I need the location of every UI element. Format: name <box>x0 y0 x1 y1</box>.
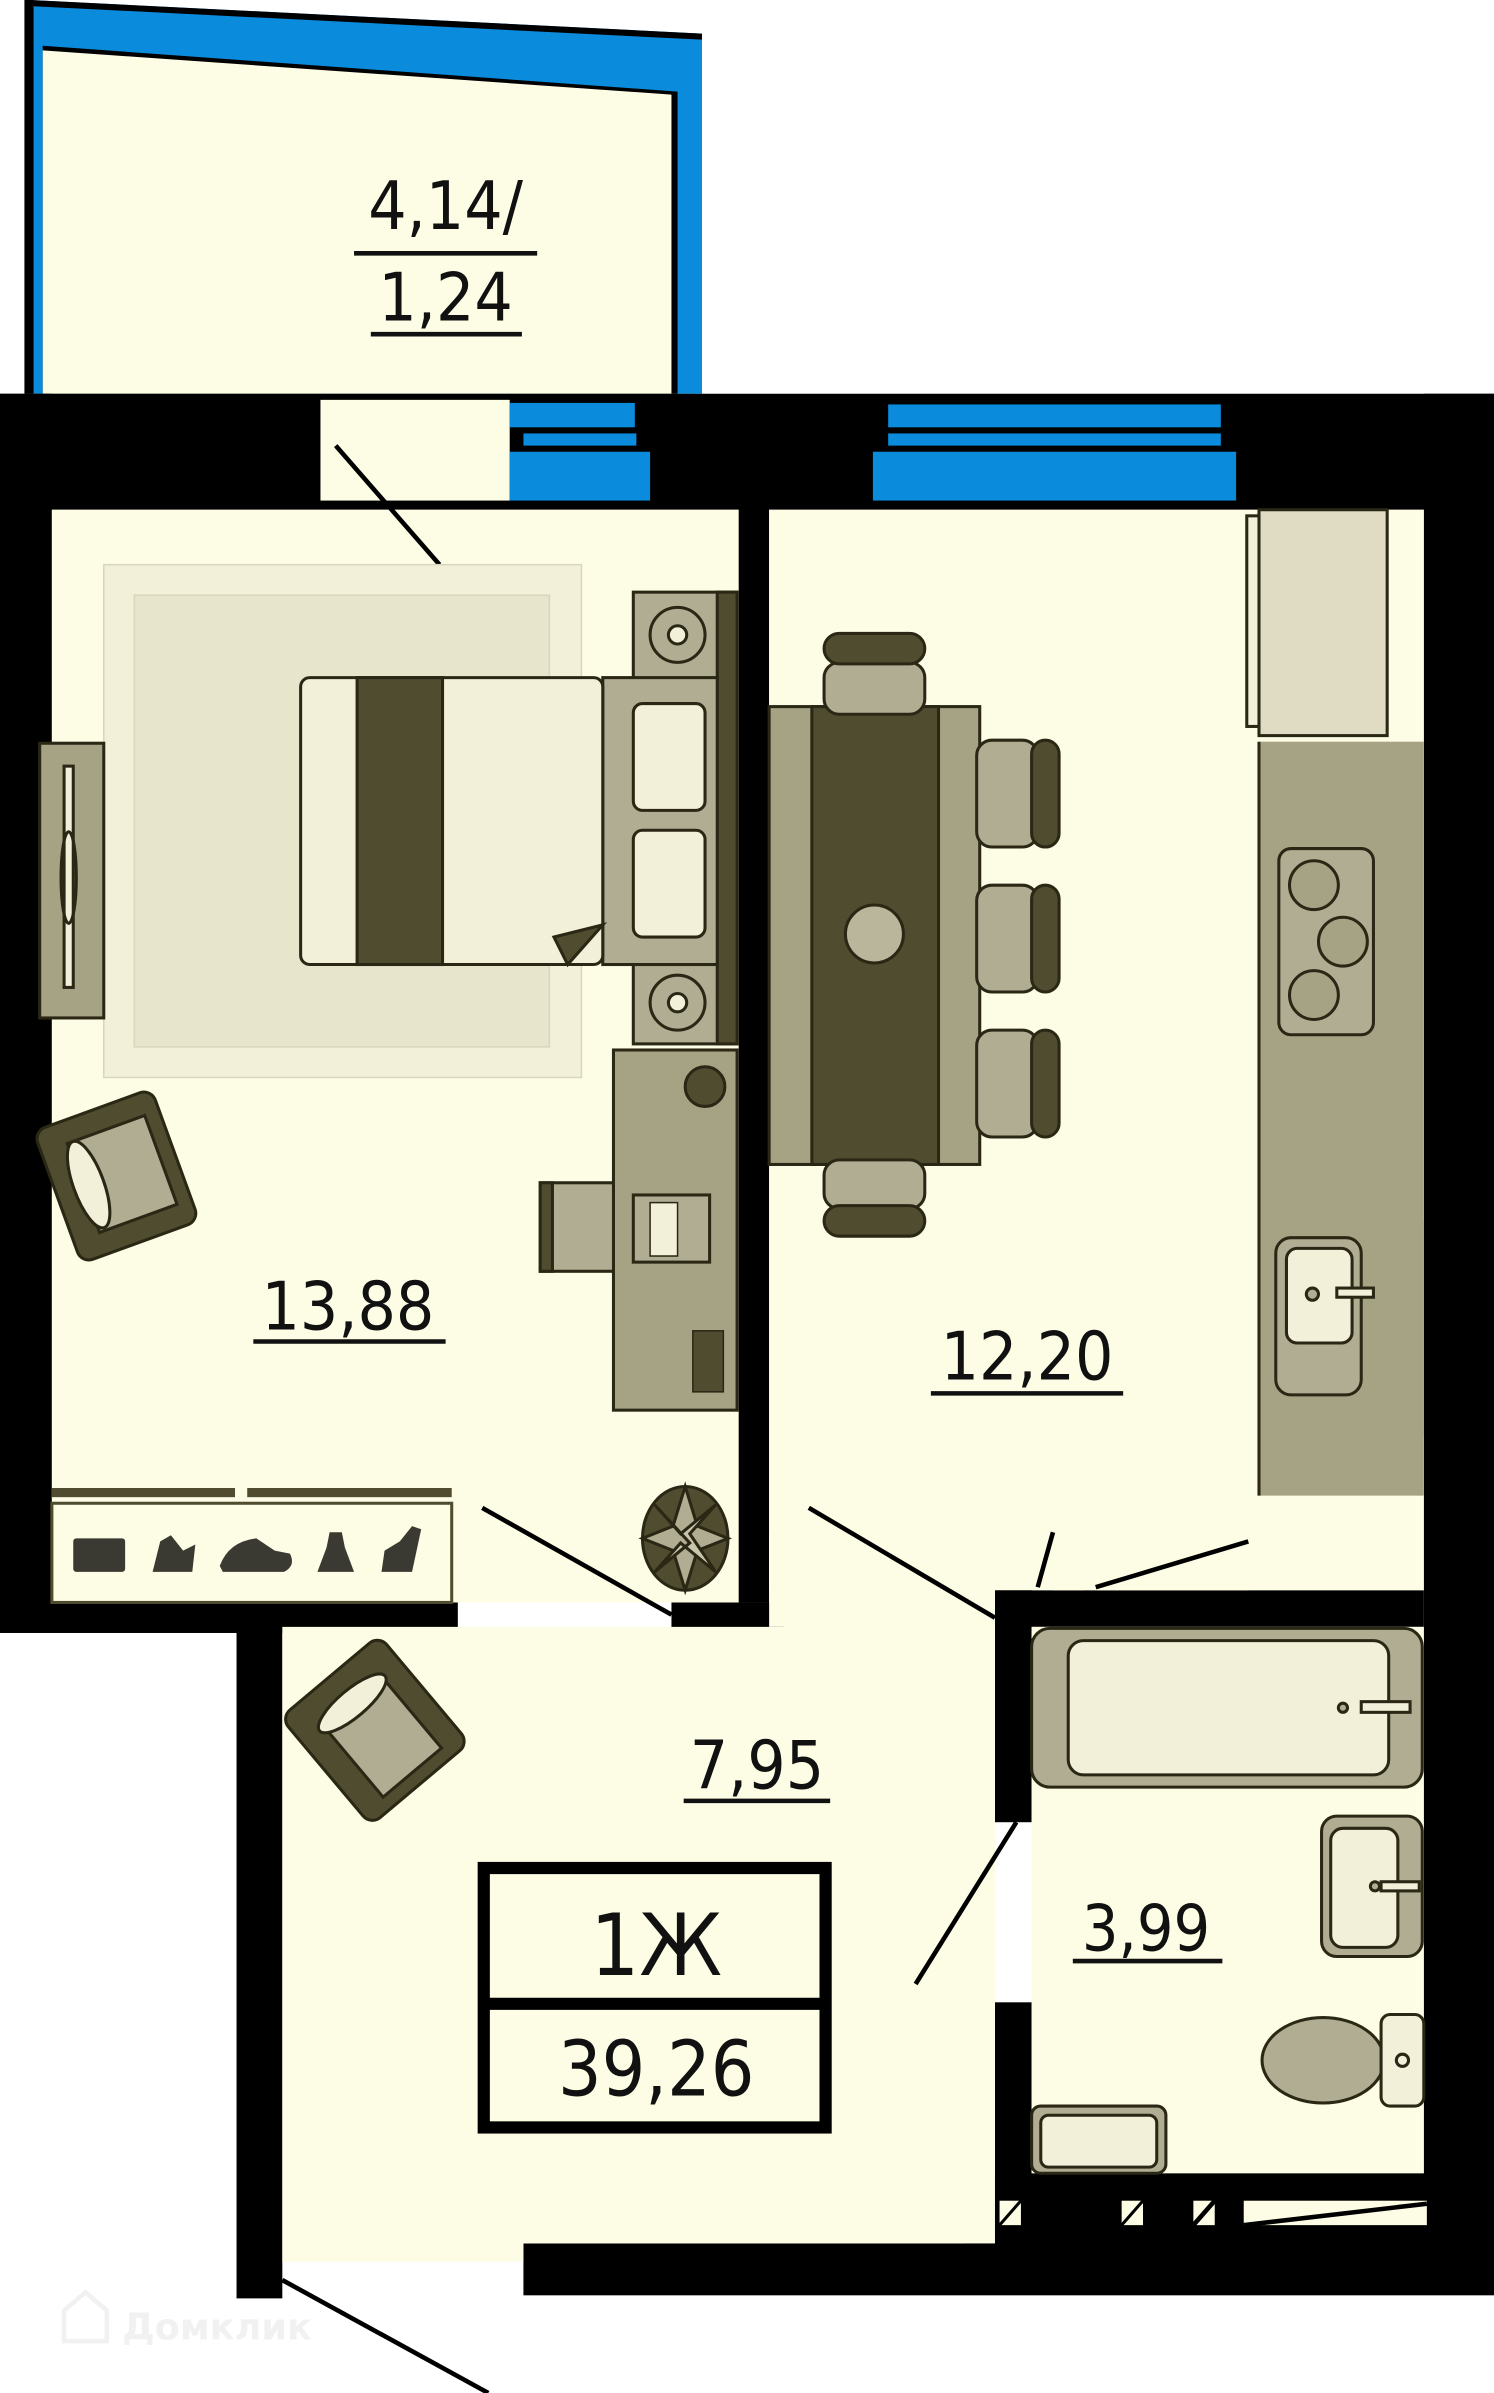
apartment-summary-box: 1Ж 39,26 <box>477 1861 832 2134</box>
briefcase-icon <box>73 1538 126 1572</box>
watermark-text: Домклик <box>122 2306 312 2349</box>
boot-icon <box>381 1526 422 1572</box>
bathroom-area: 3,99 <box>1082 1892 1210 1966</box>
walls <box>0 393 1494 2299</box>
balcony <box>24 0 702 394</box>
sneaker-icon <box>219 1538 292 1572</box>
hallway-armchair <box>284 1638 466 1822</box>
window-bedroom <box>509 402 651 501</box>
wardrobe-icons <box>73 1526 422 1572</box>
area-labels: 4,14/ 1,24 13,88 12,20 7,95 3,99 <box>253 167 1223 1966</box>
kitchen-area: 12,20 <box>941 1318 1114 1396</box>
heel-shoe-icon <box>152 1535 196 1572</box>
bedroom-furniture <box>35 563 739 1604</box>
hallway-area: 7,95 <box>690 1727 824 1805</box>
house-icon <box>61 2289 110 2344</box>
total-area: 39,26 <box>558 2024 754 2113</box>
window-kitchen <box>872 404 1237 501</box>
apartment-type: 1Ж <box>590 1897 722 1996</box>
watermark: Домклик <box>61 2289 312 2349</box>
kitchen-furniture <box>767 508 1424 1496</box>
bedroom-area: 13,88 <box>262 1267 435 1345</box>
doors <box>281 444 1019 2393</box>
balcony-area-bottom: 1,24 <box>378 258 512 336</box>
dress-icon <box>317 1532 355 1572</box>
bathroom-fixtures <box>1030 1626 1426 2175</box>
balcony-area-top: 4,14/ <box>368 167 523 245</box>
